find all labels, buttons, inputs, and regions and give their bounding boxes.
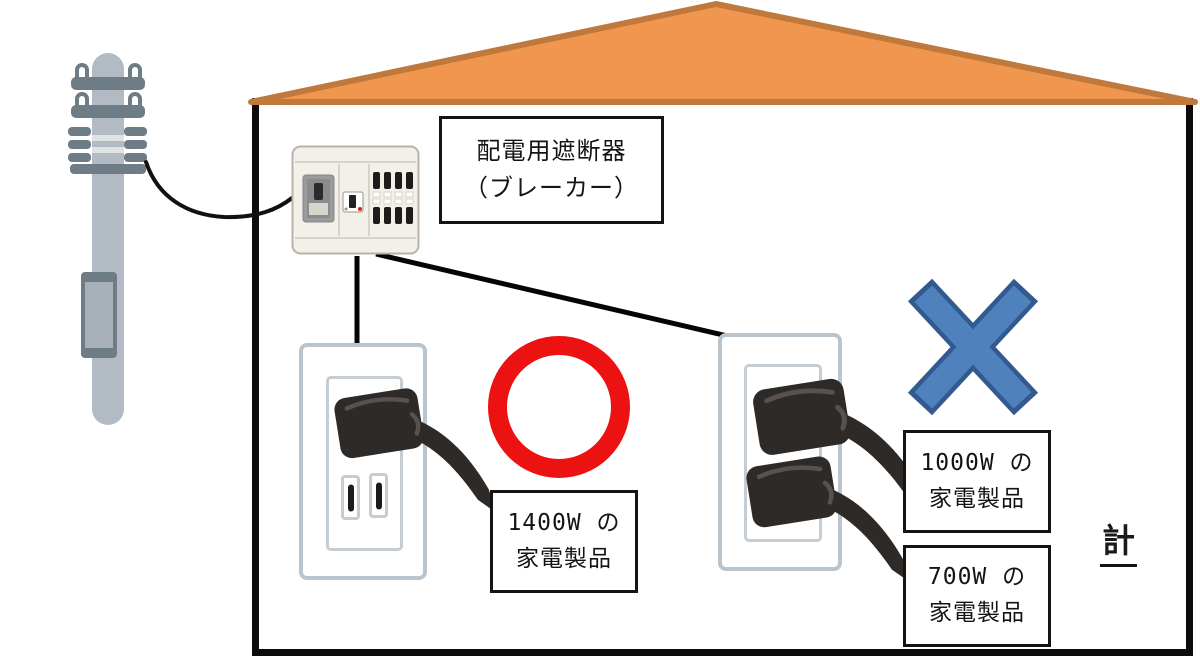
outlet-slot bbox=[369, 473, 388, 518]
pole-transformer bbox=[81, 272, 117, 358]
device-label-line2: 家電製品 bbox=[929, 600, 1025, 626]
pole-insulator bbox=[68, 127, 91, 136]
device-label-line2: 家電製品 bbox=[516, 545, 612, 572]
pole-crossarm bbox=[71, 77, 145, 90]
device-label-line1: 1000W の bbox=[920, 449, 1034, 476]
pole-insulator bbox=[68, 140, 91, 149]
sub-breaker-switch bbox=[342, 191, 364, 213]
pole-insulator bbox=[124, 127, 147, 136]
roof-triangle bbox=[248, 1, 1198, 105]
pole-insulator bbox=[124, 153, 147, 162]
total-text: 計 bbox=[1100, 514, 1137, 567]
pole-bracket bbox=[70, 164, 146, 174]
outlet-icon-left bbox=[299, 343, 427, 580]
pole-crossarm bbox=[71, 105, 145, 118]
outlet-slot-bar bbox=[375, 482, 382, 509]
pole-bolt bbox=[128, 63, 142, 79]
device-label-line1: 700W の bbox=[927, 564, 1027, 591]
branch-breaker-switches bbox=[372, 172, 414, 224]
outlet-slot bbox=[341, 475, 360, 520]
ng-cross-icon bbox=[907, 278, 1039, 416]
breaker-label-box: 配電用遮断器 （ブレーカー） bbox=[439, 116, 664, 224]
pole-insulator bbox=[124, 140, 147, 149]
utility-pole-icon bbox=[58, 48, 168, 438]
main-breaker-switch bbox=[302, 174, 335, 223]
outlet-faceplate bbox=[326, 376, 403, 551]
pole-bolt bbox=[75, 92, 89, 108]
pole-bolt bbox=[128, 92, 142, 108]
outlet-faceplate bbox=[744, 364, 822, 542]
breaker-label-line1: 配電用遮断器 bbox=[476, 136, 627, 165]
pole-bolt bbox=[75, 63, 89, 79]
device-label-1400w: 1400W の 家電製品 bbox=[490, 490, 638, 593]
outlet-icon-right bbox=[718, 333, 842, 571]
pole-insulator-band bbox=[92, 147, 124, 153]
roof-icon bbox=[248, 1, 1198, 105]
pole-insulator bbox=[68, 153, 91, 162]
device-label-1000w: 1000W の 家電製品 bbox=[903, 430, 1051, 533]
device-label-700w: 700W の 家電製品 bbox=[903, 545, 1051, 647]
device-label-line2: 家電製品 bbox=[929, 485, 1025, 512]
breaker-panel-icon bbox=[291, 145, 420, 255]
breaker-label-line2: （ブレーカー） bbox=[464, 174, 639, 202]
ok-circle-icon bbox=[488, 336, 630, 478]
device-label-line1: 1400W の bbox=[507, 509, 621, 536]
total-label: 計 bbox=[1100, 514, 1137, 567]
pole-insulator-band bbox=[92, 135, 124, 141]
outlet-slot-bar bbox=[347, 484, 354, 511]
